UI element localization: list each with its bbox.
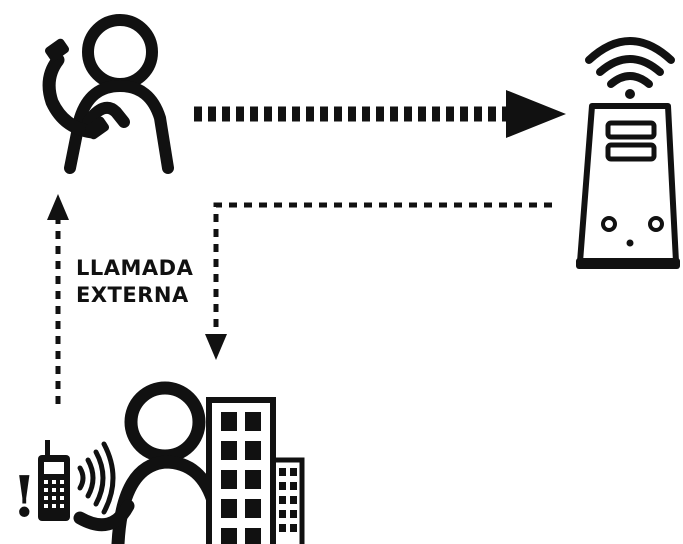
exclamation-mark: ! — [12, 464, 37, 530]
incoming-call-arrow — [47, 194, 69, 404]
handset-icon — [44, 38, 110, 140]
label-llamada: LLAMADA — [76, 256, 194, 280]
buildings-icon — [206, 397, 305, 544]
sound-waves-icon — [77, 441, 116, 515]
forward-call-arrow — [205, 202, 552, 360]
mobile-phone-icon — [38, 440, 70, 521]
wifi-signal-icon — [585, 37, 675, 99]
wifi-router-icon — [576, 37, 680, 269]
outgoing-call-arrow — [194, 90, 566, 138]
label-externa: EXTERNA — [76, 283, 189, 307]
person-on-phone-icon — [42, 14, 174, 174]
